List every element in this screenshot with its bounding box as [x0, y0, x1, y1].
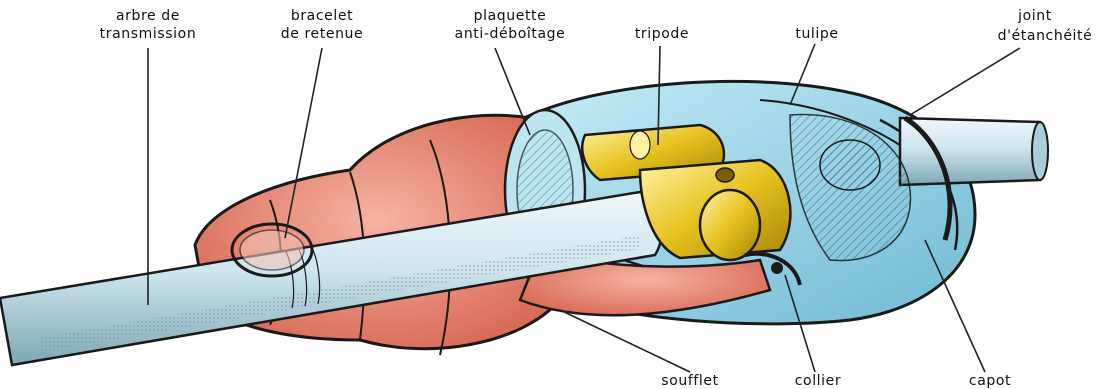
label-capot: capot [969, 373, 1011, 389]
label-tulipe: tulipe [795, 26, 838, 42]
label-collier: collier [795, 373, 842, 389]
leader-joint [910, 48, 1020, 115]
label-plaquette-line2: anti-déboîtage [455, 26, 566, 42]
label-joint-line2: d'étanchéité [998, 28, 1093, 44]
label-bracelet-line2: de retenue [281, 26, 363, 42]
bracelet-clamp [232, 224, 312, 276]
label-plaquette-line1: plaquette [474, 8, 547, 24]
label-arbre-line1: arbre de [116, 8, 180, 24]
label-tripode: tripode [635, 26, 689, 42]
label-arbre-line2: transmission [100, 26, 197, 42]
output-stub-shaft [900, 118, 1048, 185]
label-soufflet: soufflet [661, 373, 718, 389]
label-joint-line1: joint [1017, 8, 1052, 24]
label-bracelet-line1: bracelet [291, 8, 353, 24]
